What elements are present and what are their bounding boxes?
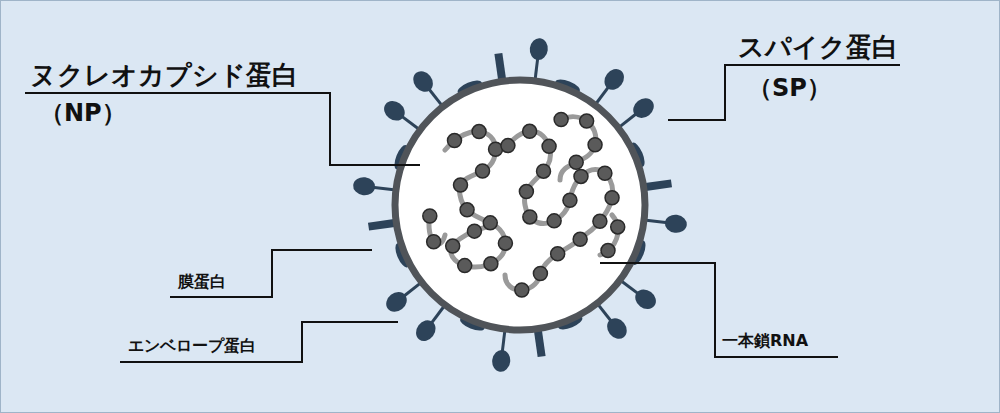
part-label: ヌクレオカプシド蛋白 xyxy=(30,62,298,88)
nucleocapsid-dot xyxy=(454,178,468,192)
nucleocapsid-dot xyxy=(458,259,472,273)
nucleocapsid-dot xyxy=(598,166,612,180)
spike-head xyxy=(380,97,408,125)
spike-head xyxy=(664,214,688,235)
nucleocapsid-dot xyxy=(554,112,568,126)
spike-head xyxy=(409,67,437,95)
nucleocapsid-dot xyxy=(484,257,498,271)
spike-protein xyxy=(526,37,549,82)
spike-head xyxy=(352,176,376,197)
leader-line xyxy=(170,250,372,297)
leader-lines xyxy=(25,65,900,362)
spike-head xyxy=(529,37,550,61)
nucleocapsid-dot xyxy=(483,216,497,230)
nucleocapsid-dot xyxy=(446,239,460,253)
nucleocapsid-dot xyxy=(551,247,565,261)
nucleocapsid-dot xyxy=(460,203,474,217)
nucleocapsid-dot xyxy=(547,214,561,228)
spike-head xyxy=(491,349,512,373)
rna-strand xyxy=(429,117,618,290)
nucleocapsid-dot xyxy=(519,185,533,199)
spike-head xyxy=(631,285,659,313)
nucleocapsid-dot xyxy=(472,125,486,139)
part-label: （NP） xyxy=(40,101,126,125)
part-label: 一本鎖RNA xyxy=(722,333,808,349)
nucleocapsid-dot xyxy=(605,191,619,205)
nucleocapsid-dot xyxy=(515,283,529,297)
spike-protein xyxy=(643,211,688,234)
nucleocapsid-dot xyxy=(580,114,594,128)
nucleocapsid-dot xyxy=(523,124,537,138)
nucleocapsid-dot xyxy=(427,235,441,249)
viral-envelope xyxy=(395,80,645,330)
part-label: 膜蛋白 xyxy=(178,274,226,290)
nucleocapsid-dot xyxy=(501,139,515,153)
nucleocapsid-dot xyxy=(533,267,547,281)
leader-line xyxy=(600,263,838,357)
part-label: エンベロープ蛋白 xyxy=(128,338,256,354)
spike-head xyxy=(412,316,440,344)
nucleocapsid-dot xyxy=(593,214,607,228)
nucleocapsid-dot xyxy=(569,155,583,169)
nucleocapsid-dots xyxy=(423,112,625,296)
leader-line xyxy=(25,93,420,165)
spike-head xyxy=(600,65,628,93)
spike-head xyxy=(603,314,631,342)
nucleocapsid-dot xyxy=(447,134,461,148)
leader-line xyxy=(120,322,398,362)
spike-head xyxy=(382,288,410,316)
nucleocapsid-dot xyxy=(588,138,602,152)
surface-proteins xyxy=(352,37,688,373)
nucleocapsid-dot xyxy=(467,224,481,238)
spike-protein xyxy=(491,328,514,373)
spike-head xyxy=(629,94,657,122)
part-label: スパイク蛋白 xyxy=(738,34,898,60)
nucleocapsid-dot xyxy=(574,169,588,183)
nucleocapsid-dot xyxy=(601,244,615,258)
spike-protein xyxy=(352,176,397,199)
nucleocapsid-dot xyxy=(537,164,551,178)
part-label: （SP） xyxy=(748,76,831,100)
nucleocapsid-dot xyxy=(498,236,512,250)
nucleocapsid-dot xyxy=(611,220,625,234)
nucleocapsid-dot xyxy=(563,193,577,207)
leader-line xyxy=(668,65,900,120)
nucleocapsid-dot xyxy=(423,209,437,223)
nucleocapsid-dot xyxy=(476,164,490,178)
nucleocapsid-dot xyxy=(573,232,587,246)
nucleocapsid-dot xyxy=(542,139,556,153)
nucleocapsid-dot xyxy=(523,210,537,224)
